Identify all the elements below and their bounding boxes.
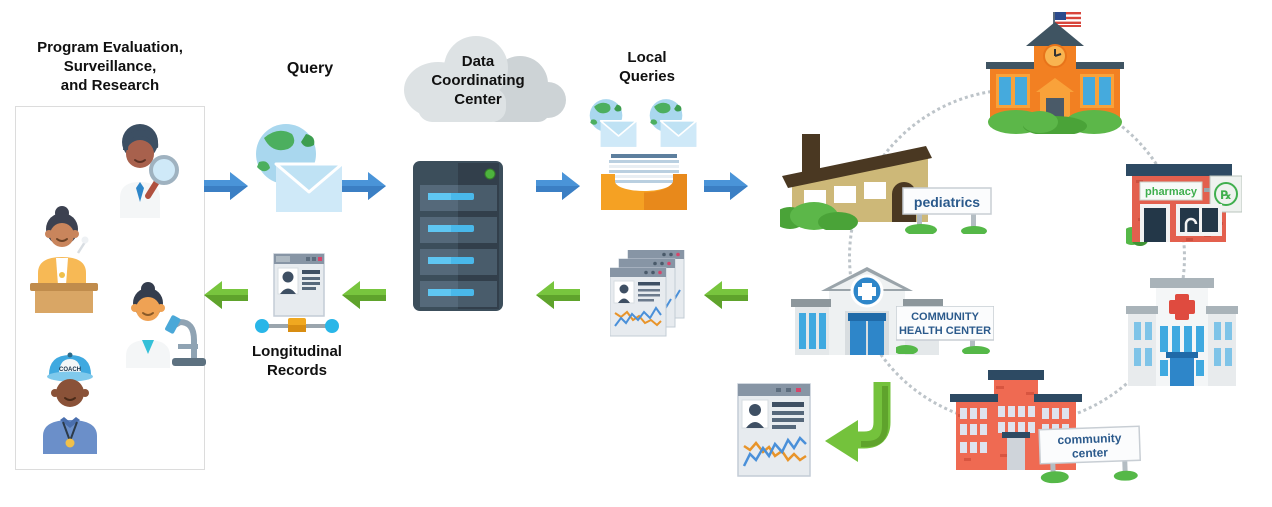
left-panel-title: Program Evaluation, Surveillance, and Re… [8, 38, 212, 95]
rx-sign-label: ℞ [1221, 188, 1232, 202]
pharmacy-sign-label: pharmacy [1145, 186, 1198, 198]
cc-sign-line1: community [1057, 431, 1122, 447]
local-queries-line2: Queries [619, 68, 675, 85]
data-coordinating-center-label: Data Coordinating Center [398, 52, 558, 109]
school-building-icon [986, 12, 1124, 134]
community-center-sign: community center [1038, 425, 1142, 484]
patient-records-stack-icon [610, 250, 685, 337]
query-flow-arrow-icon [204, 172, 248, 200]
local-queries-line1: Local [627, 49, 667, 66]
records-flow-arrow-icon [204, 281, 248, 309]
dcc-label-line1: Data [461, 53, 495, 70]
records-flow-arrow-icon [342, 281, 386, 309]
records-flow-arrow-icon [704, 281, 748, 309]
community-health-center-sign: COMMUNITY HEALTH CENTER [896, 306, 994, 354]
pediatrics-sign: pediatrics [902, 187, 992, 234]
left-panel-title-line3: and Research [60, 77, 160, 94]
left-panel-title-line2: Surveillance, [63, 58, 157, 75]
query-flow-arrow-icon [704, 172, 748, 200]
chc-sign-line1: COMMUNITY [911, 311, 979, 323]
longitudinal-record-icon [255, 253, 339, 333]
globe-envelope-icon [649, 99, 698, 147]
coach-icon: COACH [43, 352, 97, 454]
server-icon [413, 161, 503, 311]
records-flow-arrow-icon [536, 281, 580, 309]
left-panel-title-line1: Program Evaluation, [37, 39, 183, 56]
globe-envelope-icon [589, 99, 638, 147]
pharmacy-building-icon: pharmacy ℞ [1126, 164, 1242, 246]
longitudinal-records-line2: Records [266, 362, 328, 379]
cc-sign-line2: center [1072, 445, 1109, 460]
hospital-building-icon [1126, 278, 1238, 386]
scientist-with-microscope-icon [126, 282, 206, 368]
chc-sign-line2: HEALTH CENTER [899, 325, 991, 337]
patient-record-card-icon [737, 383, 811, 477]
inbox-tray-icon [601, 154, 687, 210]
dcc-label-line3: Center [454, 91, 502, 108]
dcc-label-line2: Coordinating [431, 72, 525, 89]
researcher-with-magnifier-icon [120, 124, 179, 218]
longitudinal-records-label: Longitudinal Records [238, 342, 356, 380]
query-flow-arrow-icon [342, 172, 386, 200]
speaker-at-podium-icon [30, 206, 98, 313]
query-flow-arrow-icon [536, 172, 580, 200]
globe-envelope-icon [256, 124, 344, 212]
coach-cap-label: COACH [59, 367, 81, 373]
local-queries-label: Local Queries [598, 48, 696, 86]
cloud-icon [404, 36, 566, 122]
longitudinal-records-line1: Longitudinal [252, 343, 342, 360]
pediatrics-sign-label: pediatrics [914, 194, 980, 210]
curved-arrow-icon [825, 382, 891, 462]
query-label: Query [286, 60, 334, 77]
